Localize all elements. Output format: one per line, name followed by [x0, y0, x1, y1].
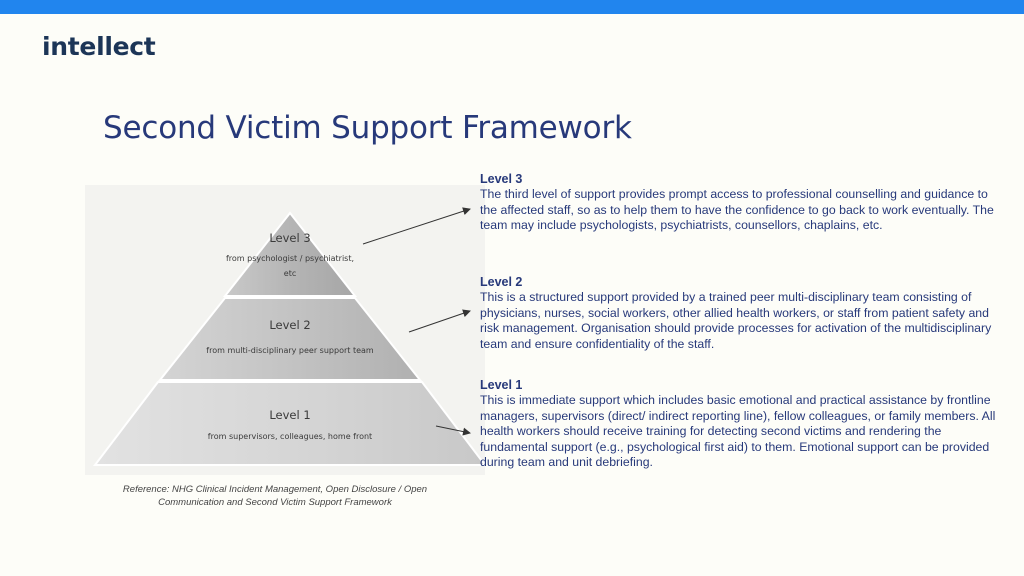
level-3-heading: Level 3 — [480, 172, 523, 186]
level-1-description: Level 1 This is immediate support which … — [480, 378, 1000, 471]
level-3-description: Level 3 The third level of support provi… — [480, 172, 1000, 234]
pyramid-level-3-name: Level 3 — [269, 231, 310, 245]
arrow-level-3 — [362, 207, 471, 245]
reference-caption: Reference: NHG Clinical Incident Managem… — [122, 484, 428, 508]
intellect-logo: intellect — [42, 32, 156, 61]
pyramid-level-2 — [157, 297, 423, 381]
pyramid-level-3-subtitle: from psychologist / psychiatrist, — [226, 254, 354, 263]
page-title: Second Victim Support Framework — [103, 110, 632, 146]
level-3-text: The third level of support provides prom… — [480, 187, 994, 232]
pyramid-level-3-subtitle-2: etc — [284, 269, 296, 278]
arrow-level-2 — [408, 309, 471, 333]
level-1-text: This is immediate support which includes… — [480, 393, 996, 469]
pyramid-level-1 — [92, 381, 488, 466]
pyramid-level-2-subtitle: from multi-disciplinary peer support tea… — [206, 346, 374, 355]
pyramid-level-3 — [222, 211, 358, 297]
arrow-level-1 — [435, 425, 471, 436]
level-1-heading: Level 1 — [480, 378, 523, 392]
pyramid-level-1-name: Level 1 — [269, 408, 310, 422]
pyramid-level-2-name: Level 2 — [269, 318, 310, 332]
level-2-description: Level 2 This is a structured support pro… — [480, 275, 1000, 352]
top-accent-bar — [0, 0, 1024, 14]
pyramid-level-1-subtitle: from supervisors, colleagues, home front — [208, 432, 372, 441]
level-2-text: This is a structured support provided by… — [480, 290, 992, 351]
level-2-heading: Level 2 — [480, 275, 523, 289]
